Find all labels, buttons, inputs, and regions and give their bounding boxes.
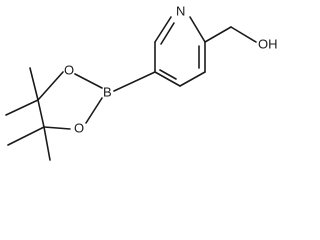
atom-b-label: B [103, 84, 112, 99]
double-bond-inner-2 [159, 69, 177, 80]
methyl-1 [29, 67, 39, 101]
methyl-groups [5, 67, 51, 161]
bond-n-c2 [189, 16, 206, 43]
bond-o-top-c [37, 71, 64, 101]
atom-o-bottom-label: O [74, 120, 84, 135]
bond-b-o-bottom [85, 97, 103, 124]
dioxaborolane-ring [37, 71, 103, 130]
atom-o-top-label: O [64, 62, 74, 77]
bond-c3-c4 [179, 71, 206, 87]
bond-c2-ch2 [204, 26, 232, 43]
bond-ch2-oh [230, 26, 257, 43]
chemical-structure: N OH B O O [5, 3, 278, 161]
bond-c6-n [154, 16, 172, 43]
bond-o-bottom-c [43, 126, 71, 130]
double-bond-inner-3 [160, 22, 175, 45]
structure-diagram: N OH B O O [5, 3, 278, 161]
pyridine-ring [154, 16, 206, 87]
methyl-3 [7, 126, 45, 146]
atom-oh-label: OH [258, 36, 278, 51]
bond-c-c [37, 99, 45, 128]
methyl-2 [5, 99, 39, 116]
bond-c5-b [113, 71, 156, 92]
methyl-4 [43, 126, 51, 161]
bond-c4-c5 [154, 71, 181, 87]
bond-b-o-top [74, 73, 103, 89]
atom-n-label: N [176, 3, 185, 18]
